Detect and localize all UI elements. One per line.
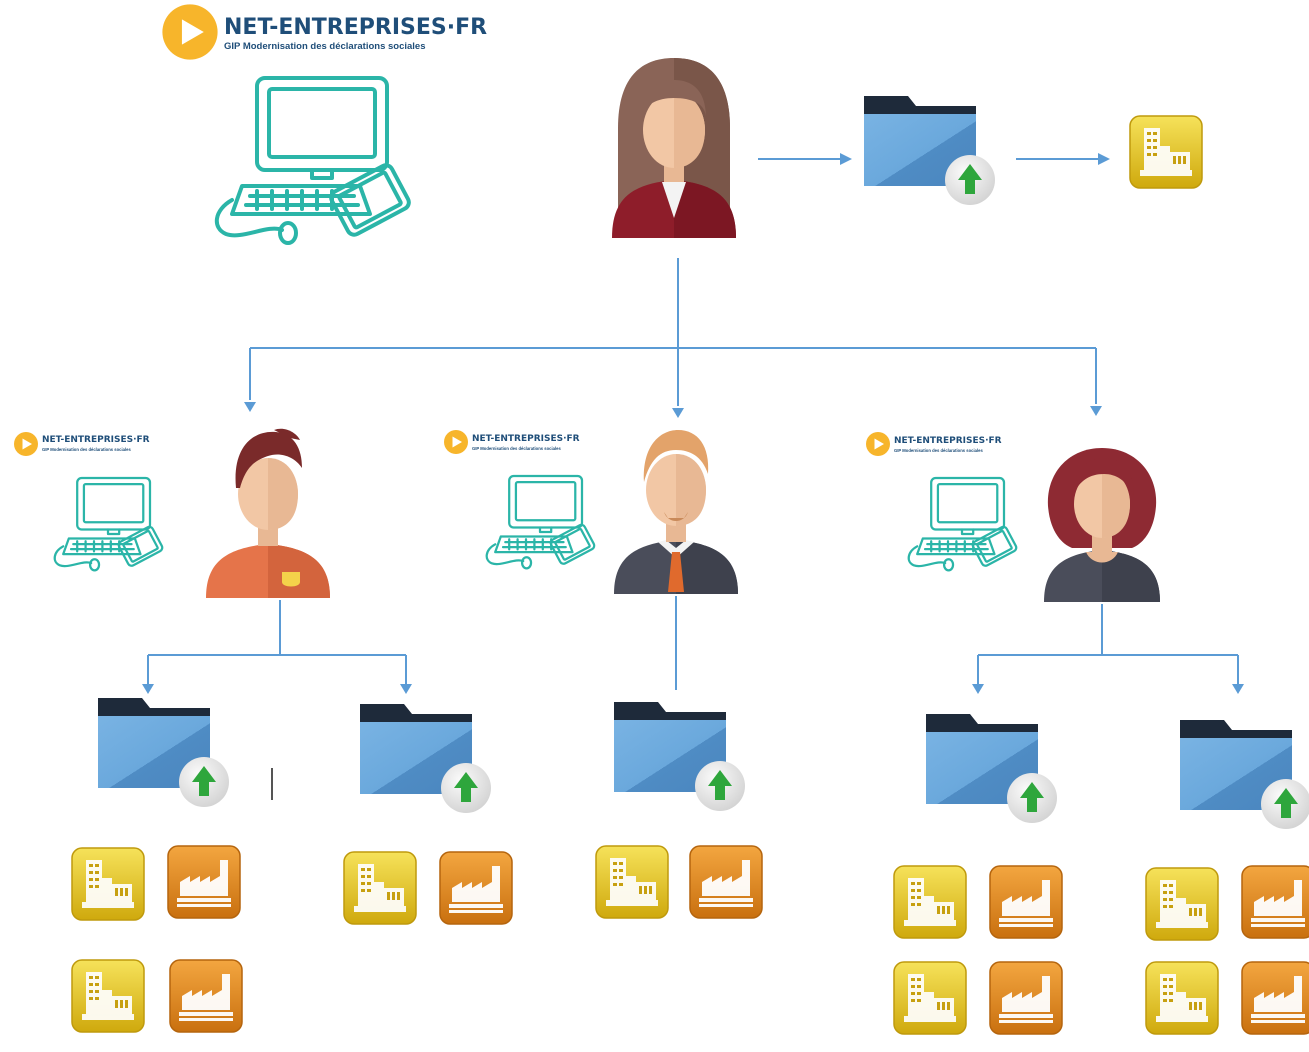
- logo-play-icon: [162, 4, 218, 60]
- folder-upload-icon: [614, 702, 745, 811]
- computer-tablet-icon: [485, 474, 597, 570]
- logo-subtitle-small: GIP Modernisation des déclarations socia…: [42, 447, 131, 452]
- logo-title-small: NET-ENTREPRISES·FR: [472, 434, 580, 444]
- logo-large: NET-ENTREPRISES·FR GIP Modernisation des…: [162, 4, 487, 60]
- factory-icon: [439, 851, 513, 925]
- office-building-icon: [893, 961, 967, 1035]
- office-building-icon: [1129, 115, 1203, 189]
- employee-avatar-3: [1044, 448, 1160, 602]
- office-building-icon: [71, 847, 145, 921]
- logo-small-2: NET-ENTREPRISES·FR GIP Modernisation des…: [444, 430, 580, 454]
- connector-branch-1: [147, 600, 407, 684]
- folder-upload-icon: [360, 704, 491, 813]
- logo-title: NET-ENTREPRISES·FR: [224, 15, 487, 40]
- factory-icon: [1241, 865, 1309, 939]
- folder-upload-icon: [926, 714, 1057, 823]
- office-building-icon: [595, 845, 669, 919]
- connector-top-flow: [758, 153, 1110, 165]
- logo-small-3: NET-ENTREPRISES·FR GIP Modernisation des…: [866, 432, 1002, 456]
- office-building-icon: [71, 959, 145, 1033]
- computer-tablet-icon: [907, 476, 1019, 572]
- logo-subtitle-small: GIP Modernisation des déclarations socia…: [472, 446, 561, 451]
- office-building-icon: [1145, 961, 1219, 1035]
- computer-tablet-icon: [53, 476, 165, 572]
- logo-play-icon: [14, 432, 38, 456]
- factory-icon: [689, 845, 763, 919]
- logo-subtitle-small: GIP Modernisation des déclarations socia…: [894, 448, 983, 453]
- manager-avatar: [612, 58, 736, 238]
- employee-avatar-1: [206, 428, 330, 598]
- factory-icon: [167, 845, 241, 919]
- logo-small-1: NET-ENTREPRISES·FR GIP Modernisation des…: [14, 432, 150, 456]
- logo-play-icon: [444, 430, 468, 454]
- computer-tablet-icon: [214, 76, 414, 245]
- folder-upload-icon: [864, 96, 995, 205]
- factory-icon: [1241, 961, 1309, 1035]
- office-building-icon: [893, 865, 967, 939]
- logo-title-small: NET-ENTREPRISES·FR: [42, 435, 150, 445]
- logo-play-icon: [866, 432, 890, 456]
- factory-icon: [989, 865, 1063, 939]
- connector-tree: [249, 258, 1097, 406]
- logo-title-small: NET-ENTREPRISES·FR: [894, 436, 1002, 446]
- employee-avatar-2: [614, 430, 738, 594]
- office-building-icon: [343, 851, 417, 925]
- folder-upload-icon: [1180, 720, 1309, 829]
- office-building-icon: [1145, 867, 1219, 941]
- folder-upload-icon: [98, 698, 229, 807]
- logo-subtitle: GIP Modernisation des déclarations socia…: [224, 41, 426, 52]
- connector-branch-3: [977, 604, 1239, 684]
- factory-icon: [169, 959, 243, 1033]
- factory-icon: [989, 961, 1063, 1035]
